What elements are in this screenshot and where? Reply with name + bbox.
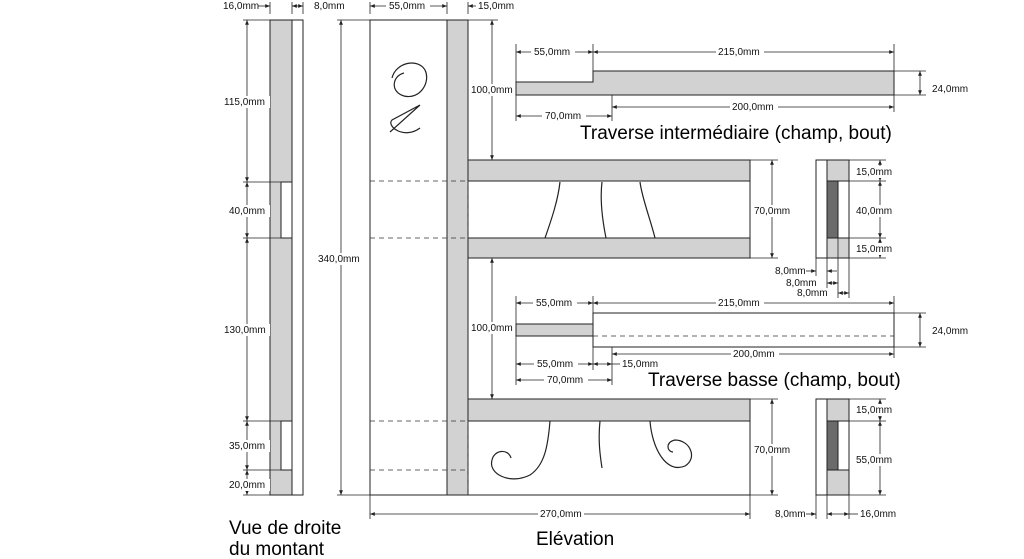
dim-side-groove: 8,0mm — [314, 1, 345, 12]
dim-elev-15: 15,0mm — [478, 1, 514, 12]
post-front — [369, 19, 448, 496]
dim-side-width: 16,0mm — [223, 1, 259, 12]
dim-ti-70: 70,0mm — [545, 111, 581, 122]
dim-tb-55-top: 55,0mm — [536, 298, 572, 309]
tb-tenon — [515, 323, 594, 337]
dim-side-130: 130,0mm — [224, 325, 266, 336]
post-edge — [446, 19, 469, 496]
dim-end2-16: 16,0mm — [860, 509, 896, 520]
dim-elev-70-top: 70,0mm — [754, 206, 790, 217]
dim-end1-15-bottom: 15,0mm — [856, 244, 892, 255]
dim-end1-8-b: 8,0mm — [786, 278, 817, 289]
dim-side-115: 115,0mm — [224, 97, 265, 108]
post-scroll-carving — [389, 62, 428, 134]
end1-tenon-face — [837, 180, 850, 239]
dim-tb-24: 24,0mm — [932, 326, 968, 337]
dim-end2-15: 15,0mm — [856, 405, 892, 416]
dim-end2-55: 55,0mm — [856, 455, 892, 466]
title-traverse-basse: Traverse basse (champ, bout) — [648, 370, 901, 391]
dim-end1-8-a: 8,0mm — [775, 266, 806, 277]
side-mortise-bottom — [280, 420, 293, 471]
dim-side-20: 20,0mm — [229, 480, 265, 491]
dim-elev-340: 340,0mm — [318, 254, 360, 265]
side-mortise-top — [280, 181, 293, 239]
dim-tb-15: 15,0mm — [622, 359, 658, 370]
bottom-rail-carving — [491, 420, 693, 480]
end2-shoulder — [815, 398, 828, 496]
dim-ti-215: 215,0mm — [718, 47, 760, 58]
dim-end1-8-c: 8,0mm — [797, 288, 828, 299]
dim-tb-55-bottom: 55,0mm — [537, 359, 573, 370]
right-side-view: 16,0mm 8,0mm 115,0mm 40,0mm 130,0mm 35,0… — [222, 1, 345, 559]
title-right-view-2: du montant — [229, 539, 325, 559]
end2-tenon-face — [837, 420, 850, 471]
elevation-view: 55,0mm 15,0mm 340,0mm 100,0mm 100,0mm 70… — [316, 0, 792, 550]
dim-end1-40: 40,0mm — [856, 206, 892, 217]
end1-shoulder — [815, 159, 828, 259]
end1-tenon — [826, 180, 839, 239]
dim-elev-100-bottom: 100,0mm — [471, 323, 513, 334]
dim-tb-200: 200,0mm — [733, 349, 775, 360]
bottom-rail-top-edge — [467, 398, 751, 422]
middle-rail-bottom-edge — [467, 237, 751, 259]
dim-ti-55: 55,0mm — [534, 47, 570, 58]
ti-profile — [515, 70, 895, 96]
dim-ti-200: 200,0mm — [732, 102, 774, 113]
dim-elev-270: 270,0mm — [540, 509, 582, 520]
dim-end1-15-top: 15,0mm — [856, 167, 892, 178]
dim-tb-70: 70,0mm — [547, 375, 583, 386]
title-right-view-1: Vue de droite — [229, 518, 341, 539]
dim-elev-100-top: 100,0mm — [471, 85, 513, 96]
dim-tb-215: 215,0mm — [718, 298, 760, 309]
dim-elev-70-bottom: 70,0mm — [754, 445, 790, 456]
dim-elev-55: 55,0mm — [389, 1, 425, 12]
end-view-bottom-rail: 15,0mm 55,0mm 8,0mm 16,0mm — [775, 398, 896, 520]
traverse-basse-view: 55,0mm 215,0mm 24,0mm 200,0mm 55,0mm 15,… — [515, 296, 968, 391]
traverse-intermediaire-view: 55,0mm 215,0mm 24,0mm 70,0mm 200,0mm Tra… — [515, 44, 968, 144]
end-view-middle-rail: 15,0mm 40,0mm 15,0mm 8,0mm 8,0mm 8,0mm — [775, 159, 896, 299]
dim-ti-24: 24,0mm — [932, 84, 968, 95]
dim-side-40: 40,0mm — [229, 206, 265, 217]
dim-side-35: 35,0mm — [229, 441, 265, 452]
end2-tenon — [826, 420, 839, 471]
title-elevation: Elévation — [536, 529, 614, 550]
title-traverse-intermediaire: Traverse intermédiaire (champ, bout) — [580, 123, 892, 144]
dim-end2-8: 8,0mm — [775, 509, 806, 520]
middle-rail-top-edge — [467, 159, 751, 182]
middle-rail-carving — [544, 181, 656, 239]
side-post-edge — [291, 19, 304, 496]
tb-body — [592, 312, 895, 348]
